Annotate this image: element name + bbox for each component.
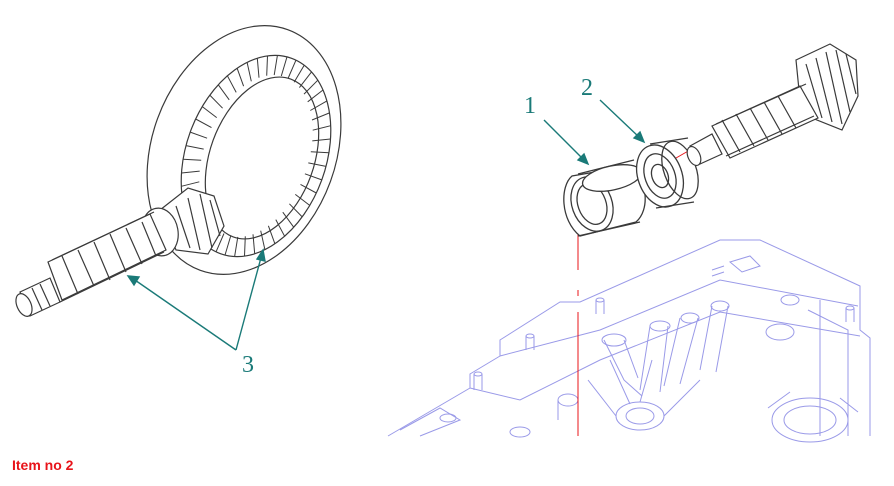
gear-tooth [236,68,245,87]
bearing-cup-item-1 [563,159,646,237]
gear-tooth [310,100,328,111]
gear-tooth [311,112,330,121]
callout-label-2: 2 [581,75,593,101]
gear-tooth [234,236,239,257]
gear-tooth [215,233,225,253]
ring-gear-teeth [181,55,331,257]
gear-tooth [304,173,322,181]
gear-tooth [217,84,230,101]
pinion-shaft-right [686,43,859,167]
gearbox-housing [387,239,871,443]
gear-tooth [312,125,331,131]
gear-tooth [266,55,268,76]
gear-tooth [181,181,200,187]
pinion-shaft-left [15,187,225,317]
gear-tooth [252,234,256,254]
exploded-assembly-diagram: 1 2 3 [15,25,871,443]
gear-tooth [190,131,208,139]
gear-tooth [209,94,223,109]
bearing-cone-item-2 [635,137,699,209]
callout-leaders [126,99,646,351]
gear-tooth [195,118,212,129]
gear-tooth [293,64,305,83]
gear-tooth [280,56,288,77]
gear-tooth [226,75,237,93]
item-caption: Item no 2 [12,457,74,473]
gear-tooth [256,58,260,78]
callout-label-1: 1 [524,93,536,119]
gear-tooth [308,162,327,167]
gear-tooth [287,59,297,79]
gear-tooth [273,55,278,76]
gear-tooth [299,71,312,88]
gear-tooth [267,225,276,244]
gear-tooth [289,203,303,218]
gear-tooth [244,236,246,257]
gear-tooth [282,211,295,228]
gear-tooth [185,145,204,150]
gear-tooth [181,170,200,174]
gear-tooth [201,106,218,118]
gear-tooth [183,158,202,161]
callout-label-3: 3 [242,352,254,378]
gear-tooth [275,219,286,237]
gear-tooth [312,138,331,142]
gear-tooth [246,62,252,82]
gear-tooth [303,79,319,95]
gear-tooth [224,235,232,256]
gear-tooth [307,89,324,103]
gear-tooth [310,151,329,154]
gear-tooth [294,194,311,206]
gear-tooth [260,230,266,250]
gear-tooth [300,183,317,194]
